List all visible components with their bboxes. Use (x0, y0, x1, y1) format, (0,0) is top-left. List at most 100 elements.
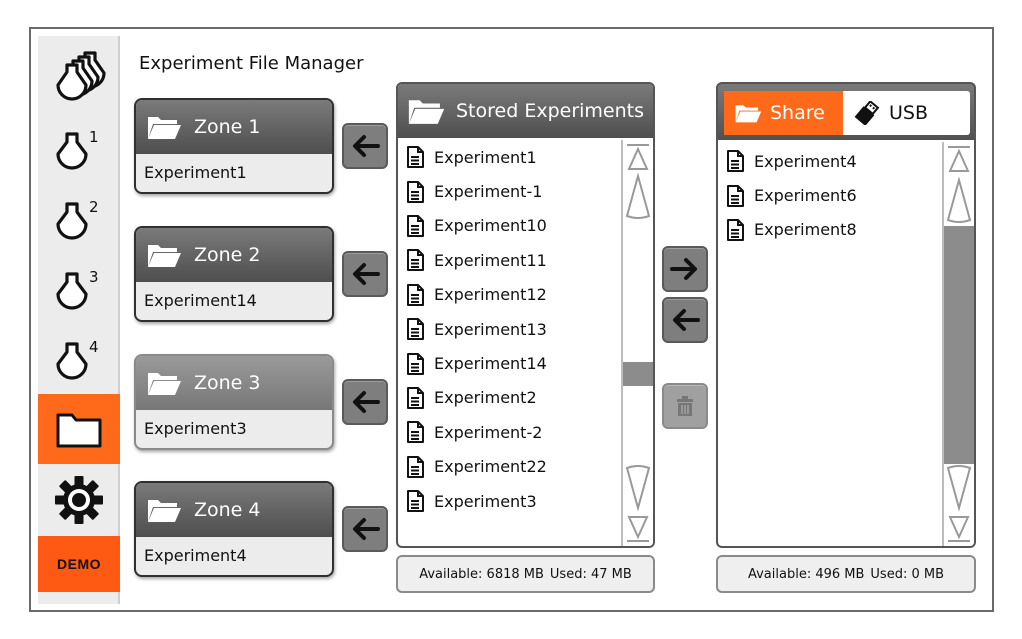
scroll-up-icon[interactable] (944, 176, 974, 224)
delete-button[interactable] (662, 383, 708, 429)
document-icon (407, 318, 424, 341)
sidebar-item-files[interactable] (38, 394, 120, 464)
list-item[interactable]: Experiment11 (398, 243, 547, 277)
document-icon (407, 455, 424, 478)
zone-header: Zone 1 (136, 100, 332, 154)
document-icon (727, 184, 744, 207)
document-icon (407, 386, 424, 409)
arrow-right-icon (670, 258, 697, 280)
destination-tabs: Share USB (716, 82, 976, 142)
document-icon (727, 150, 744, 173)
file-name: Experiment-2 (434, 422, 543, 442)
scroll-bottom-icon[interactable] (623, 514, 653, 544)
list-item[interactable]: Experiment1 (398, 140, 547, 174)
zone-superscript: 2 (89, 198, 99, 216)
document-icon (407, 421, 424, 444)
demo-button[interactable]: DEMO (38, 536, 120, 592)
sidebar-item-zone-1[interactable]: 1 (38, 118, 120, 182)
zone-label: Zone 1 (194, 116, 261, 138)
scroll-down-icon[interactable] (944, 464, 974, 512)
zone-card-3[interactable]: Zone 3 Experiment3 (134, 354, 334, 450)
tab-usb[interactable]: USB (843, 91, 938, 135)
list-item[interactable]: Experiment14 (398, 346, 547, 380)
share-storage-status: Available: 496 MB Used: 0 MB (716, 555, 976, 593)
scroll-top-icon[interactable] (944, 144, 974, 174)
file-name: Experiment-1 (434, 182, 543, 202)
list-item[interactable]: Experiment8 (718, 213, 857, 247)
zone-experiment: Experiment14 (144, 291, 257, 310)
list-item[interactable]: Experiment-1 (398, 174, 547, 208)
tab-share[interactable]: Share (724, 91, 843, 135)
arrow-left-icon (353, 518, 380, 540)
zone-card-1[interactable]: Zone 1 Experiment1 (134, 98, 334, 194)
file-name: Experiment10 (434, 216, 547, 236)
tab-bar: Share USB (724, 91, 970, 135)
stored-scrollbar[interactable] (621, 140, 653, 546)
zone-header: Zone 2 (136, 228, 332, 282)
load-zone-1-button[interactable] (342, 123, 388, 169)
zone-header: Zone 3 (136, 356, 332, 410)
zone-superscript: 3 (89, 268, 99, 286)
page-title: Experiment File Manager (139, 53, 364, 74)
copy-to-stored-button[interactable] (662, 297, 708, 343)
flasks-stack-icon (56, 51, 106, 101)
scroll-down-icon[interactable] (623, 464, 653, 512)
arrow-left-icon (353, 391, 380, 413)
share-scrollbar[interactable] (942, 142, 974, 546)
sidebar: 1 2 3 4 (38, 36, 120, 604)
file-name: Experiment1 (434, 147, 537, 167)
zone-card-2[interactable]: Zone 2 Experiment14 (134, 226, 334, 322)
sidebar-item-zone-3[interactable]: 3 (38, 258, 120, 322)
zone-card-4[interactable]: Zone 4 Experiment4 (134, 481, 334, 577)
used-text: Used: 0 MB (870, 566, 945, 582)
list-item[interactable]: Experiment2 (398, 381, 547, 415)
zone-label: Zone 2 (194, 244, 261, 266)
file-name: Experiment8 (754, 220, 857, 240)
arrow-left-icon (353, 135, 380, 157)
stored-experiments-header: Stored Experiments (398, 84, 653, 138)
document-icon (407, 146, 424, 169)
folder-open-icon (148, 373, 181, 395)
sidebar-item-zone-2[interactable]: 2 (38, 188, 120, 252)
folder-open-icon (148, 117, 181, 139)
zone-label: Zone 4 (194, 499, 261, 521)
load-zone-3-button[interactable] (342, 379, 388, 425)
tab-label: Share (770, 102, 825, 124)
folder-open-icon (735, 105, 762, 123)
scroll-thumb[interactable] (944, 226, 974, 464)
list-item[interactable]: Experiment13 (398, 312, 547, 346)
document-icon (407, 214, 424, 237)
scroll-up-icon[interactable] (623, 172, 653, 220)
panel-title: Stored Experiments (456, 100, 644, 122)
copy-to-share-button[interactable] (662, 246, 708, 292)
list-item[interactable]: Experiment22 (398, 450, 547, 484)
list-item[interactable]: Experiment3 (398, 484, 547, 518)
list-item[interactable]: Experiment-2 (398, 415, 547, 449)
sidebar-item-all-zones[interactable] (38, 42, 120, 112)
file-name: Experiment2 (434, 388, 537, 408)
load-zone-4-button[interactable] (342, 506, 388, 552)
folder-icon (56, 413, 102, 448)
tab-label: USB (889, 102, 929, 124)
scroll-bottom-icon[interactable] (944, 514, 974, 544)
list-item[interactable]: Experiment10 (398, 209, 547, 243)
sidebar-item-settings[interactable] (38, 466, 120, 534)
scroll-top-icon[interactable] (623, 142, 653, 172)
zone-superscript: 4 (89, 338, 99, 356)
zone-experiment: Experiment3 (144, 419, 247, 438)
zone-experiment: Experiment4 (144, 546, 247, 565)
list-item[interactable]: Experiment6 (718, 178, 857, 212)
list-item[interactable]: Experiment4 (718, 144, 857, 178)
zone-superscript: 1 (89, 128, 99, 146)
document-icon (407, 490, 424, 513)
usb-icon (854, 101, 880, 125)
list-item[interactable]: Experiment12 (398, 278, 547, 312)
load-zone-2-button[interactable] (342, 251, 388, 297)
file-name: Experiment4 (754, 151, 857, 171)
file-name: Experiment22 (434, 457, 547, 477)
scroll-thumb[interactable] (623, 362, 653, 386)
sidebar-item-zone-4[interactable]: 4 (38, 328, 120, 392)
